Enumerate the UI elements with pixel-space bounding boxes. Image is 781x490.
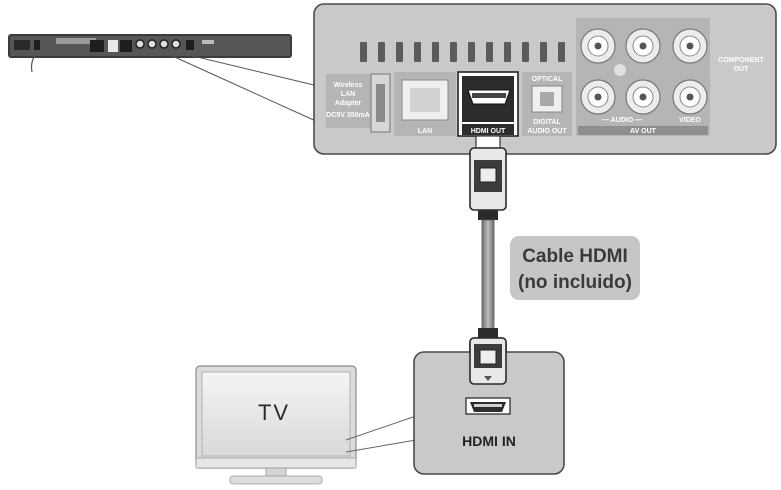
vent-slots [360, 42, 565, 62]
wireless-label-3: Adapter [335, 100, 362, 107]
cable-label-line1: Cable HDMI [522, 246, 628, 267]
wireless-label-1: Wireless [334, 82, 363, 89]
optical-label: OPTICAL [532, 76, 563, 83]
usb-port [370, 73, 391, 133]
lan-port: LAN [394, 72, 456, 136]
player-back-panel: Wireless LAN Adapter DC5V 350mA LAN HDMI… [313, 3, 777, 155]
cable-label-line2: (no incluido) [518, 272, 632, 293]
zoom-callout-lines [167, 49, 319, 123]
cable-label-box: Cable HDMI (no incluido) [510, 236, 640, 300]
av-out-label: AV OUT [630, 128, 657, 135]
wireless-label-2: LAN [341, 91, 355, 98]
digital-audio-label-2: AUDIO OUT [527, 128, 567, 135]
lan-label: LAN [418, 128, 432, 135]
hdmi-out-port: HDMI OUT [457, 71, 519, 137]
av-jacks: — AUDIO — VIDEO AV OUT [576, 18, 710, 136]
player-thumbnail [8, 34, 292, 73]
digital-audio-label-1: DIGITAL [533, 119, 561, 126]
optical-port: OPTICAL DIGITAL AUDIO OUT [522, 72, 572, 136]
hdmi-in-callout: HDMI IN [413, 351, 565, 475]
hdmi-in-label: HDMI IN [462, 433, 516, 449]
audio-label: — AUDIO — [602, 117, 642, 124]
video-label: VIDEO [679, 117, 701, 124]
hdmi-out-label: HDMI OUT [471, 128, 506, 135]
hdmi-cable-lower-plug [469, 320, 507, 385]
wireless-label-4: DC5V 350mA [326, 112, 370, 119]
tv-screen-label: TV [258, 400, 290, 425]
television: TV [195, 365, 417, 485]
component-out-label-2: OUT [734, 66, 750, 73]
component-out-label-1: COMPONENT [718, 57, 764, 64]
